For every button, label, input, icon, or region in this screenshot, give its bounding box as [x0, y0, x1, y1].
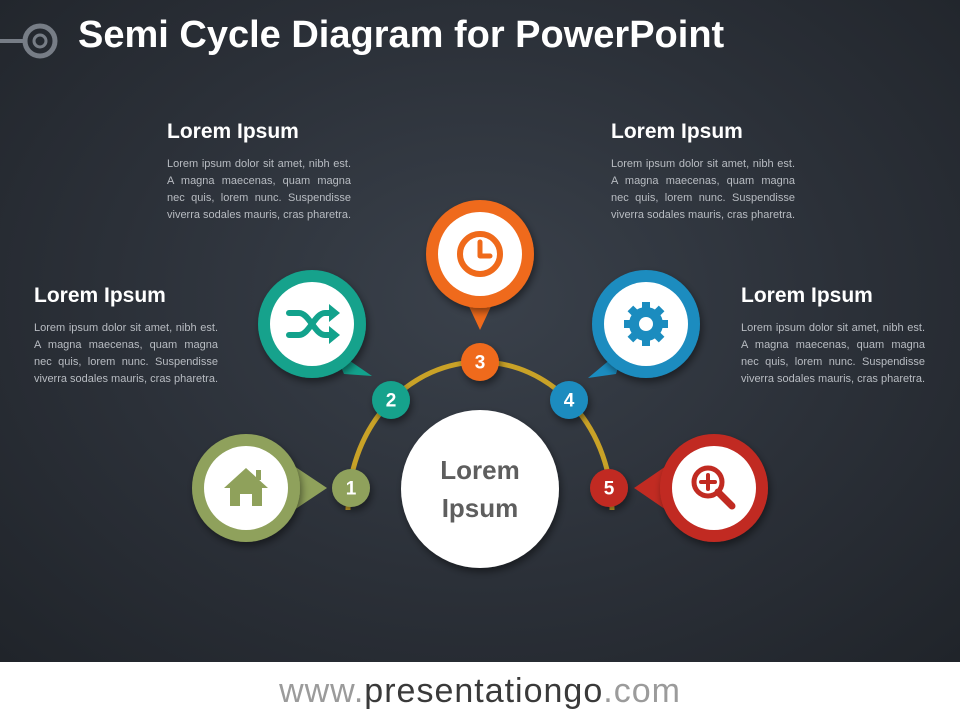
callout-step-4 — [588, 270, 700, 378]
zoom-in-icon — [691, 465, 736, 510]
center-label-line1: Lorem — [440, 455, 519, 485]
step-number-1: 1 — [346, 479, 357, 500]
step-number-3: 3 — [475, 353, 486, 374]
callout-step-2 — [258, 270, 372, 378]
step-number-2: 2 — [386, 391, 397, 412]
clock-icon — [457, 231, 503, 277]
footer-url-prefix: www. — [279, 672, 365, 710]
text-block-heading: Lorem Ipsum — [167, 120, 299, 143]
text-block-heading: Lorem Ipsum — [741, 284, 873, 307]
text-block-top-right: Lorem Ipsum Lorem ipsum dolor sit amet, … — [611, 120, 795, 224]
text-block-heading: Lorem Ipsum — [34, 284, 166, 307]
callout-step-5 — [634, 434, 768, 542]
text-block-body: Lorem ipsum dolor sit amet, nibh est. A … — [611, 158, 796, 221]
center-label-line2: Ipsum — [442, 493, 519, 523]
step-marker-4: 4 — [550, 381, 588, 419]
step-number-4: 4 — [564, 391, 575, 412]
callout-step-1 — [192, 434, 327, 542]
shuffle-icon — [286, 310, 334, 338]
callout-step-3 — [426, 200, 534, 330]
step-marker-3: 3 — [461, 343, 499, 381]
presentationgo-logo-mark — [0, 23, 58, 59]
center-circle: Lorem Ipsum — [401, 410, 559, 568]
text-block-body: Lorem ipsum dolor sit amet, nibh est. A … — [167, 158, 352, 221]
text-block-body: Lorem ipsum dolor sit amet, nibh est. A … — [34, 322, 219, 385]
step-marker-2: 2 — [372, 381, 410, 419]
footer-url-brand: presentationgo — [364, 672, 604, 710]
text-block-top-left: Lorem Ipsum Lorem ipsum dolor sit amet, … — [167, 120, 351, 224]
text-block-heading: Lorem Ipsum — [611, 120, 743, 143]
step-marker-5: 5 — [590, 469, 628, 507]
step-number-5: 5 — [604, 479, 615, 500]
step-marker-1: 1 — [332, 469, 370, 507]
slide-title: Semi Cycle Diagram for PowerPoint — [78, 14, 725, 56]
gear-icon — [624, 302, 668, 346]
slide: Semi Cycle Diagram for PowerPoint Lorem … — [0, 0, 960, 662]
semi-cycle-diagram: Lorem Ipsum — [192, 200, 768, 568]
footer: www.presentationgo.com — [0, 662, 960, 720]
home-icon — [224, 468, 268, 506]
text-block-body: Lorem ipsum dolor sit amet, nibh est. A … — [741, 322, 926, 385]
text-block-mid-left: Lorem Ipsum Lorem ipsum dolor sit amet, … — [34, 284, 218, 388]
text-block-mid-right: Lorem Ipsum Lorem ipsum dolor sit amet, … — [741, 284, 925, 388]
footer-url-suffix: .com — [603, 672, 681, 710]
